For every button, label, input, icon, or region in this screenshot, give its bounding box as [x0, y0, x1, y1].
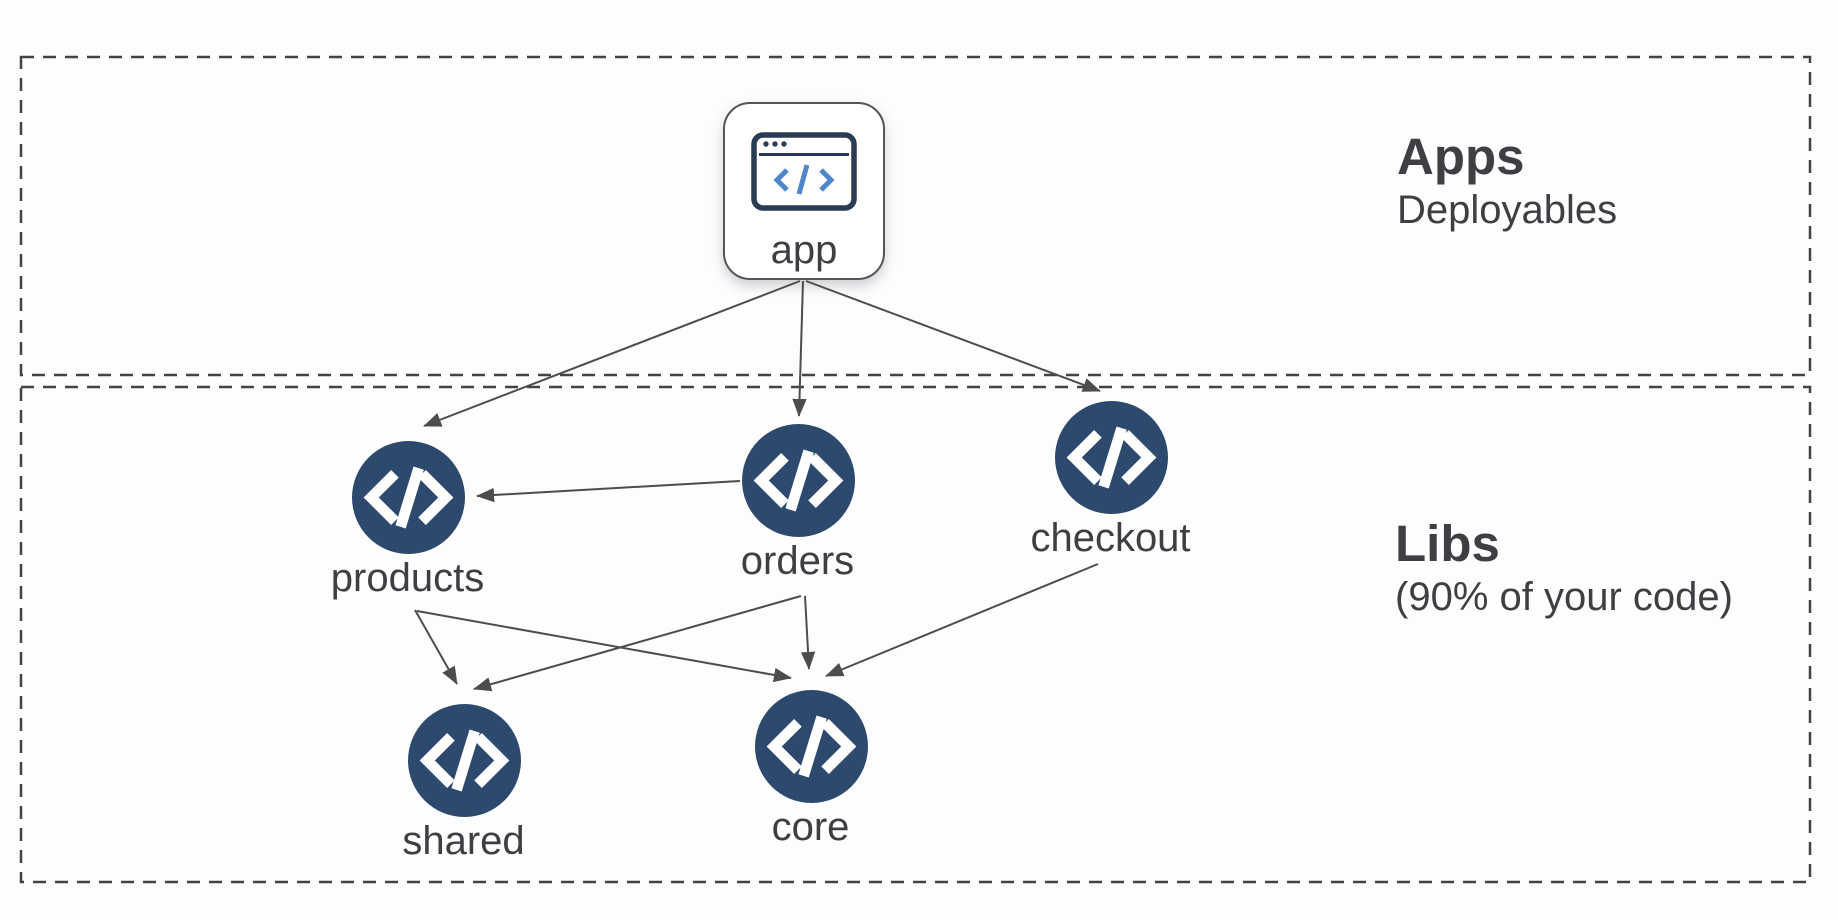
lib-node-label: core — [771, 804, 850, 849]
lib-node-label: shared — [402, 818, 525, 863]
edge-products-shared — [414, 609, 458, 685]
apps-section-title: Apps — [1397, 128, 1525, 185]
code-icon — [419, 729, 509, 791]
app-node: app — [723, 102, 885, 280]
lib-node-checkout: checkout — [1030, 400, 1191, 558]
edge-orders-shared — [473, 595, 802, 692]
lib-node-core: core — [754, 689, 868, 847]
lib-node-circle — [1054, 400, 1168, 514]
browser-code-icon — [751, 132, 857, 211]
lib-node-orders: orders — [741, 423, 855, 581]
edge-orders-products — [476, 480, 741, 503]
code-icon — [766, 715, 856, 777]
libs-section-subtitle: (90% of your code) — [1395, 575, 1733, 619]
apps-section-subtitle: Deployables — [1397, 188, 1618, 232]
apps-section-heading: Apps Deployables — [1397, 130, 1617, 232]
lib-node-label: checkout — [1030, 515, 1191, 560]
edge-orders-core — [800, 595, 816, 670]
lib-node-circle — [407, 703, 521, 817]
lib-node-products: products — [331, 440, 484, 598]
libs-section-title: Libs — [1395, 515, 1500, 572]
lib-node-circle — [351, 440, 465, 554]
apps-section-border — [19, 55, 1812, 377]
app-node-label: app — [770, 228, 838, 272]
lib-node-label: orders — [740, 538, 855, 583]
edge-app-orders — [792, 280, 807, 417]
code-icon — [1066, 426, 1156, 488]
edge-checkout-core — [825, 563, 1099, 677]
edge-app-checkout — [805, 280, 1101, 392]
code-icon — [363, 466, 453, 528]
code-icon — [753, 449, 843, 511]
libs-section-border — [19, 385, 1812, 884]
lib-node-circle — [741, 423, 855, 537]
edge-app-products — [423, 280, 801, 427]
lib-node-shared: shared — [402, 703, 525, 861]
edge-products-core — [416, 610, 792, 683]
lib-node-circle — [754, 689, 868, 803]
lib-node-label: products — [330, 555, 485, 600]
libs-section-heading: Libs (90% of your code) — [1395, 517, 1733, 619]
